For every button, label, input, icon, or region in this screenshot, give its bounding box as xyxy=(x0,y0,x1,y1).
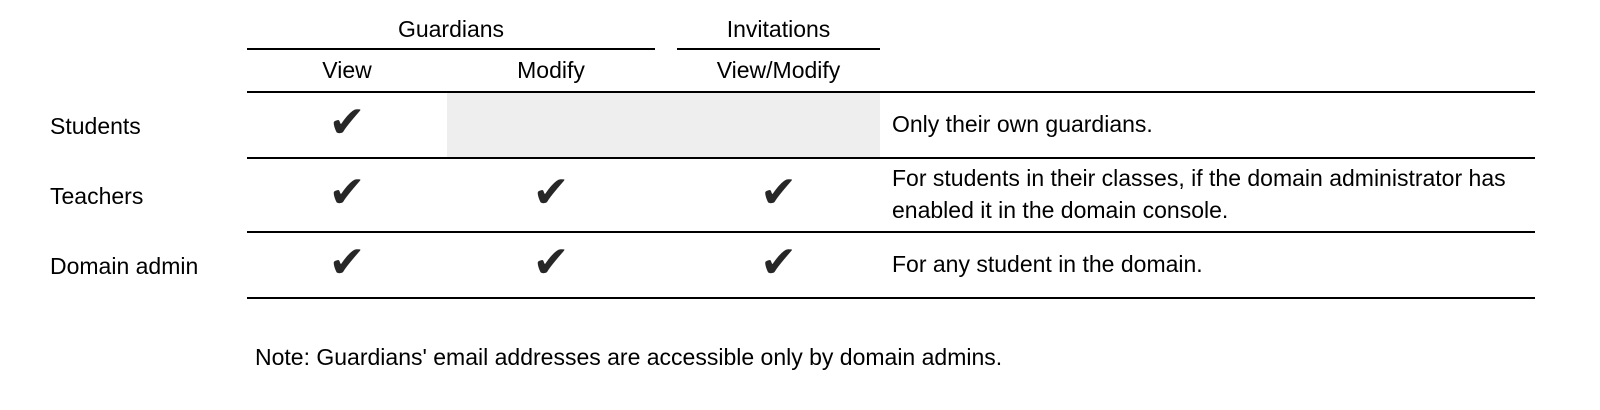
subheader-view-modify-label: View/Modify xyxy=(716,57,841,83)
corner-spacer xyxy=(0,0,247,50)
subheader-view-label: View xyxy=(322,57,372,83)
students-guardians-modify-cell xyxy=(447,93,655,159)
check-icon: ✔ xyxy=(532,168,570,217)
teachers-note-cell: For students in their classes, if the do… xyxy=(880,159,1535,233)
note-text: Only their own guardians. xyxy=(892,111,1153,138)
students-guardians-view-cell: ✔ xyxy=(247,93,447,159)
permissions-table: Guardians Invitations View Modify View/M… xyxy=(0,0,1535,299)
column-group-invitations-underline: Invitations xyxy=(677,0,880,50)
subheader-spacer xyxy=(0,50,247,93)
row-label-teachers-text: Teachers xyxy=(50,182,144,209)
column-group-invitations: Invitations xyxy=(655,0,880,50)
teachers-invitations-view-modify-cell: ✔ xyxy=(655,159,880,233)
column-group-guardians: Guardians xyxy=(247,0,655,50)
footer-note: Note: Guardians' email addresses are acc… xyxy=(255,344,1003,370)
note-text: For students in their classes, if the do… xyxy=(892,165,1506,223)
teachers-guardians-view-cell: ✔ xyxy=(247,159,447,233)
check-icon: ✔ xyxy=(328,98,366,147)
domain-admin-invitations-view-modify-cell: ✔ xyxy=(655,233,880,299)
domain-admin-guardians-view-cell: ✔ xyxy=(247,233,447,299)
subheader-view: View xyxy=(247,50,447,93)
teachers-guardians-modify-cell: ✔ xyxy=(447,159,655,233)
row-label-students: Students xyxy=(0,93,247,159)
row-label-domain-admin-text: Domain admin xyxy=(50,252,199,279)
check-icon: ✔ xyxy=(328,168,366,217)
domain-admin-guardians-modify-cell: ✔ xyxy=(447,233,655,299)
row-label-students-text: Students xyxy=(50,112,141,139)
check-icon: ✔ xyxy=(532,238,570,287)
subheader-modify: Modify xyxy=(447,50,655,93)
check-icon: ✔ xyxy=(760,238,797,287)
row-label-teachers: Teachers xyxy=(0,159,247,233)
row-label-domain-admin: Domain admin xyxy=(0,233,247,299)
subheader-view-modify: View/Modify xyxy=(655,50,880,93)
check-icon: ✔ xyxy=(760,168,797,217)
domain-admin-note-cell: For any student in the domain. xyxy=(880,233,1535,299)
students-note-cell: Only their own guardians. xyxy=(880,93,1535,159)
subheader-modify-label: Modify xyxy=(517,57,585,83)
students-invitations-view-modify-cell xyxy=(655,93,880,159)
column-group-guardians-label: Guardians xyxy=(397,16,505,42)
header-spacer xyxy=(880,0,1535,50)
check-icon: ✔ xyxy=(328,238,366,287)
note-text: For any student in the domain. xyxy=(892,251,1203,278)
column-group-invitations-label: Invitations xyxy=(726,16,831,42)
subheader-notes-spacer xyxy=(880,50,1535,93)
